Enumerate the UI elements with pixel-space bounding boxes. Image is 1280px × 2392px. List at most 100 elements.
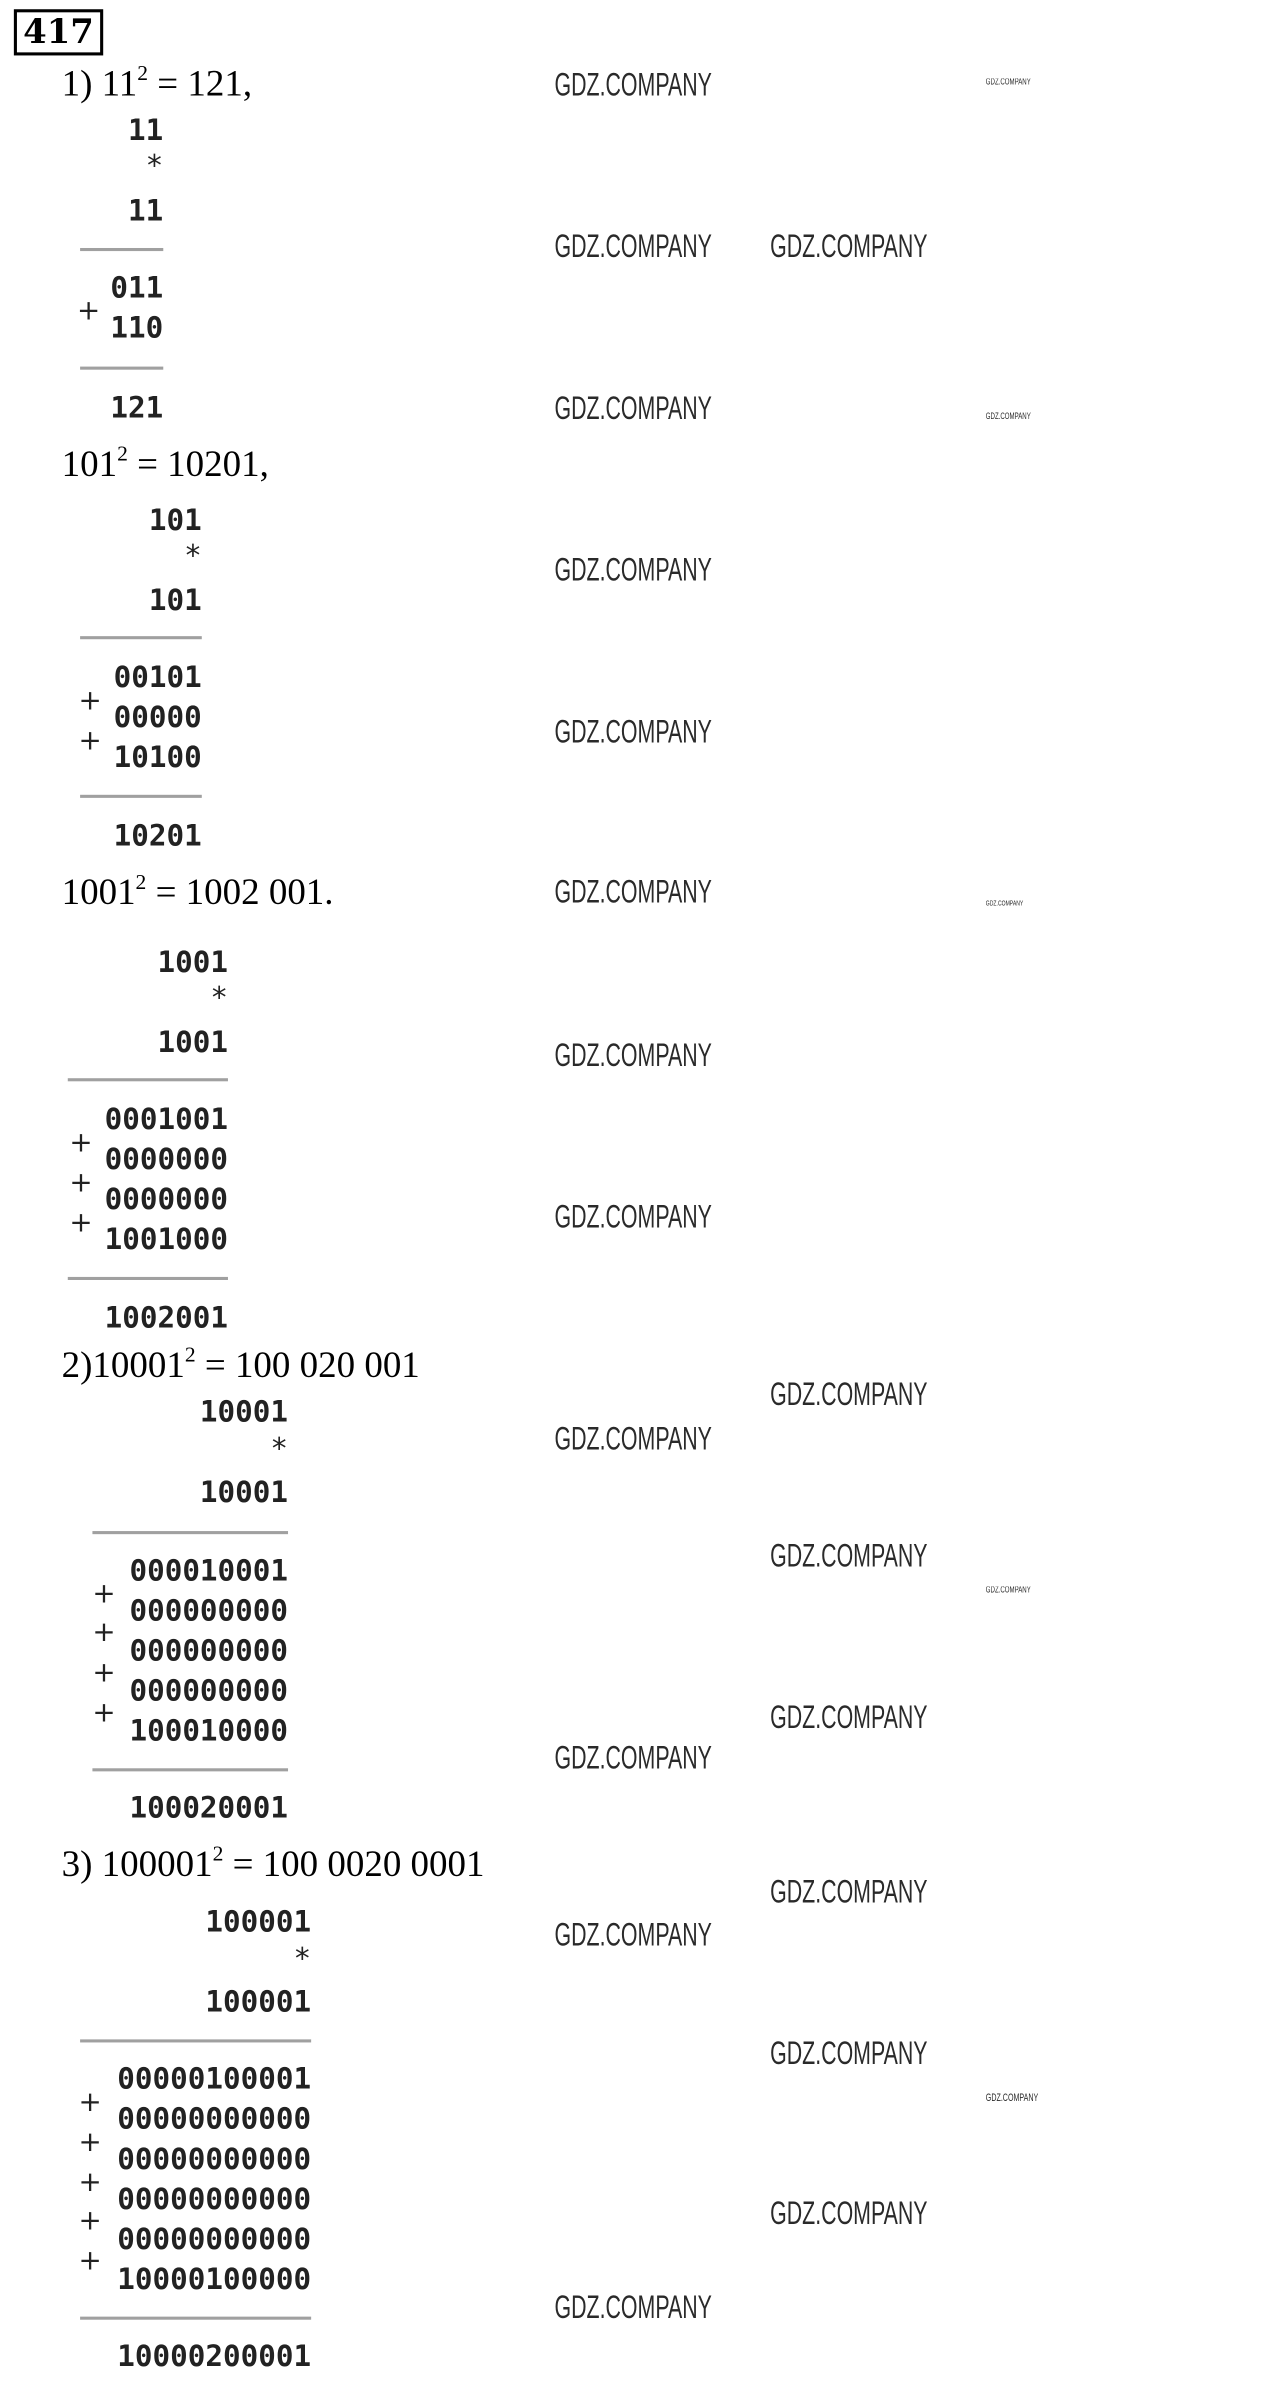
plus-sign: +	[77, 294, 101, 328]
partial-product: 00000100001	[117, 2062, 312, 2097]
partial-product: 10100	[113, 740, 202, 775]
plus-sign: +	[92, 1616, 116, 1649]
equation-exponent: 2	[184, 1344, 196, 1368]
watermark: GDZ.COMPANY	[554, 875, 712, 911]
equation: 10012 = 1002 001.	[62, 872, 334, 915]
partial-product: 1001000	[104, 1223, 228, 1257]
sum-line	[92, 1768, 289, 1772]
multiply-operator: *	[184, 539, 202, 573]
equation-rhs: = 1002 001.	[146, 873, 334, 914]
equation: 2)100012 = 100 020 001	[62, 1345, 420, 1388]
multiplier: 1001	[157, 1025, 228, 1060]
partial-product: 10000100000	[117, 2262, 312, 2297]
equation: 3) 1000012 = 100 0020 0001	[62, 1844, 485, 1887]
watermark: GDZ.COMPANY	[985, 2092, 1039, 2104]
plus-sign: +	[92, 1578, 116, 1611]
partial-product: 00000000000	[117, 2102, 312, 2137]
equation-exponent: 2	[117, 443, 128, 467]
multiplicand: 10001	[199, 1395, 289, 1430]
equation-rhs: = 121,	[148, 64, 253, 105]
multiplier: 10001	[199, 1475, 289, 1510]
watermark: GDZ.COMPANY	[985, 413, 1031, 423]
equation-lhs: 1) 11	[61, 64, 138, 105]
watermark: GDZ.COMPANY	[985, 1587, 1031, 1597]
partial-product: 0000000	[104, 1182, 228, 1217]
plus-sign: +	[92, 1656, 116, 1689]
problem-number: 417	[13, 9, 104, 56]
watermark: GDZ.COMPANY	[770, 230, 928, 266]
watermark: GDZ.COMPANY	[770, 1875, 928, 1911]
divider-line	[80, 247, 164, 252]
equation-rhs: = 10201,	[127, 445, 269, 486]
equation-rhs: = 100 0020 0001	[223, 1845, 485, 1886]
multiplicand: 11	[128, 113, 164, 148]
partial-product: 0000000	[104, 1142, 228, 1177]
plus-sign: +	[78, 2204, 102, 2238]
divider-line	[92, 1531, 289, 1535]
partial-product: 000000000	[129, 1634, 289, 1669]
watermark: GDZ.COMPANY	[554, 1741, 712, 1777]
plus-sign: +	[69, 1126, 93, 1160]
equation: 1012 = 10201,	[62, 444, 269, 487]
plus-sign: +	[78, 2166, 102, 2199]
multiplier: 11	[128, 194, 164, 228]
multiplicand: 1001	[157, 945, 228, 980]
watermark: GDZ.COMPANY	[554, 391, 712, 428]
watermark: GDZ.COMPANY	[554, 1200, 712, 1236]
result: 100020001	[129, 1791, 289, 1826]
sum-line	[80, 2316, 312, 2320]
watermark: GDZ.COMPANY	[554, 230, 712, 266]
multiply-operator: *	[270, 1432, 289, 1467]
result: 10000200001	[117, 2339, 312, 2374]
watermark: GDZ.COMPANY	[985, 899, 1024, 909]
watermark: GDZ.COMPANY	[770, 2197, 928, 2233]
partial-product: 00000000000	[117, 2182, 312, 2217]
plus-sign: +	[69, 1166, 93, 1200]
multiplicand: 100001	[205, 1905, 312, 1940]
watermark: GDZ.COMPANY	[770, 1701, 928, 1737]
equation-exponent: 2	[137, 63, 149, 87]
partial-product: 000000000	[129, 1594, 289, 1629]
divider-line	[67, 1078, 228, 1082]
equation: 1) 112 = 121,	[62, 63, 252, 106]
multiplicand: 101	[148, 503, 202, 538]
watermark: GDZ.COMPANY	[554, 715, 712, 751]
plus-sign: +	[78, 2245, 102, 2278]
plus-sign: +	[78, 684, 102, 718]
watermark: GDZ.COMPANY	[554, 2291, 712, 2327]
plus-sign: +	[78, 2086, 102, 2119]
watermark: GDZ.COMPANY	[770, 1539, 928, 1575]
result: 121	[110, 391, 164, 426]
watermark: GDZ.COMPANY	[554, 1038, 712, 1075]
sum-line	[67, 1276, 228, 1280]
partial-product: 00000	[113, 700, 202, 735]
plus-sign: +	[78, 724, 102, 758]
watermark: GDZ.COMPANY	[770, 1377, 928, 1414]
watermark: GDZ.COMPANY	[554, 1918, 712, 1954]
equation-lhs: 2)10001	[61, 1346, 185, 1387]
partial-product: 100010000	[129, 1714, 289, 1749]
partial-product: 000000000	[129, 1674, 289, 1709]
partial-product: 110	[110, 311, 164, 346]
partial-product: 00000000000	[117, 2222, 312, 2257]
partial-product: 00101	[113, 660, 202, 695]
plus-sign: +	[92, 1696, 116, 1730]
multiply-operator: *	[293, 1942, 312, 1977]
equation-lhs: 3) 100001	[61, 1845, 213, 1886]
sum-line	[80, 366, 164, 370]
watermark: GDZ.COMPANY	[554, 68, 712, 104]
equation-exponent: 2	[135, 871, 147, 895]
result: 10201	[113, 819, 202, 854]
partial-product: 00000000000	[117, 2142, 312, 2177]
result: 1002001	[104, 1301, 228, 1336]
multiplier: 101	[148, 583, 202, 618]
equation-lhs: 1001	[61, 873, 136, 914]
plus-sign: +	[69, 1206, 93, 1240]
divider-line	[80, 2039, 312, 2043]
multiplier: 100001	[205, 1985, 312, 2020]
sum-line	[80, 794, 202, 798]
multiply-operator: *	[145, 149, 164, 184]
partial-product: 0001001	[104, 1102, 228, 1137]
equation-lhs: 101	[61, 445, 118, 486]
